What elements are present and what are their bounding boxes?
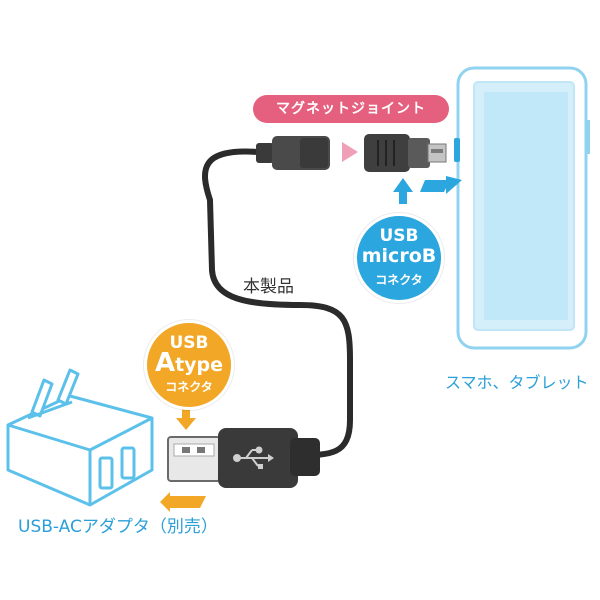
usb-ac-adapter: [6, 368, 154, 507]
arrow-left-icon: [160, 492, 206, 512]
microb-connector-badge: USB microB コネクタ: [354, 213, 444, 303]
atype-connector-badge: USB Atype コネクタ: [144, 320, 234, 410]
adapter-label: USB-ACアダプタ（別売）: [18, 517, 218, 537]
badge-line-3: コネクタ: [165, 380, 213, 394]
cable: [202, 148, 353, 458]
usb-trident-icon: [233, 446, 274, 469]
badge-line-1: USB: [379, 226, 419, 246]
magnet-connector-cable-side: [256, 136, 330, 170]
usb-a-plug: [167, 428, 320, 488]
arrow-up-icon: [393, 178, 413, 204]
magnet-microb-plug: [364, 134, 447, 172]
tablet-illustration: [454, 66, 590, 350]
badge-line-2-rest: type: [175, 354, 224, 376]
device-label: スマホ、タブレット: [445, 373, 589, 392]
magnet-joint-label: マグネットジョイント: [253, 95, 449, 123]
product-label: 本製品: [243, 277, 294, 297]
arrow-down-icon: [176, 408, 196, 430]
arrow-right-icon: [342, 142, 358, 162]
arrow-right-icon: [420, 180, 450, 192]
badge-line-2: Atype: [147, 350, 231, 376]
badge-line-2: microB: [361, 245, 437, 267]
badge-big-letter: A: [154, 348, 176, 378]
badge-line-3: コネクタ: [375, 273, 423, 287]
badge-line-1: USB: [169, 333, 209, 353]
